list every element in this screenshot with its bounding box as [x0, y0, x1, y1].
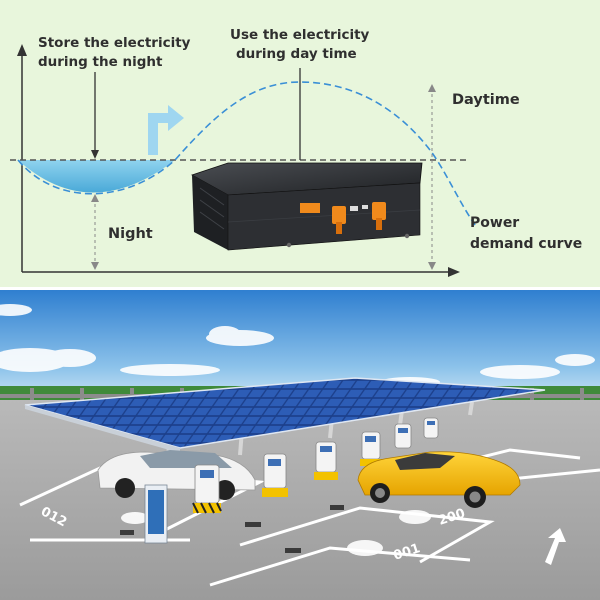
parking-lot — [0, 400, 600, 600]
energy-storage-diagram: Store the electricity during the night U… — [0, 0, 600, 287]
daytime-label: Daytime — [452, 92, 520, 108]
charging-station — [423, 417, 439, 439]
power-demand-curve — [17, 81, 476, 226]
y-axis-arrow — [17, 44, 27, 56]
sky — [0, 290, 600, 400]
store-marker-arrow — [91, 150, 99, 159]
charging-station — [360, 431, 382, 466]
canopy-edge — [25, 405, 180, 453]
yellow-sports-car — [357, 451, 521, 508]
direction-arrow — [545, 528, 566, 565]
night-storage-area — [18, 160, 175, 193]
power-demand-label: Power demand curve — [470, 215, 582, 252]
charging-station — [314, 441, 338, 480]
transfer-arrow — [148, 105, 184, 155]
x-axis-arrow — [448, 267, 460, 277]
charging-stations — [192, 417, 439, 514]
solar-carport-scene: 012 200 001 — [0, 290, 600, 600]
daytime-marker-arrow-up — [428, 84, 436, 92]
charging-station — [262, 453, 288, 497]
clouds — [0, 304, 595, 387]
charging-station — [192, 464, 222, 514]
battery-label-plate — [300, 203, 320, 213]
night-marker-arrow-up — [91, 194, 99, 202]
daytime-marker-arrow-down — [428, 262, 436, 270]
solar-panel-canopy — [24, 377, 546, 449]
night-marker-arrow-down — [91, 262, 99, 270]
battery-pack — [191, 162, 423, 251]
battery-connector-left — [332, 206, 346, 234]
wheel-stops — [120, 505, 344, 553]
use-label: Use the electricity during day time — [230, 27, 374, 62]
parking-ev-symbols — [121, 510, 431, 556]
night-label: Night — [108, 226, 153, 242]
info-kiosk — [144, 484, 168, 544]
charging-station — [394, 423, 412, 449]
store-label: Store the electricity during the night — [38, 35, 195, 70]
battery-connector-right — [372, 202, 386, 230]
